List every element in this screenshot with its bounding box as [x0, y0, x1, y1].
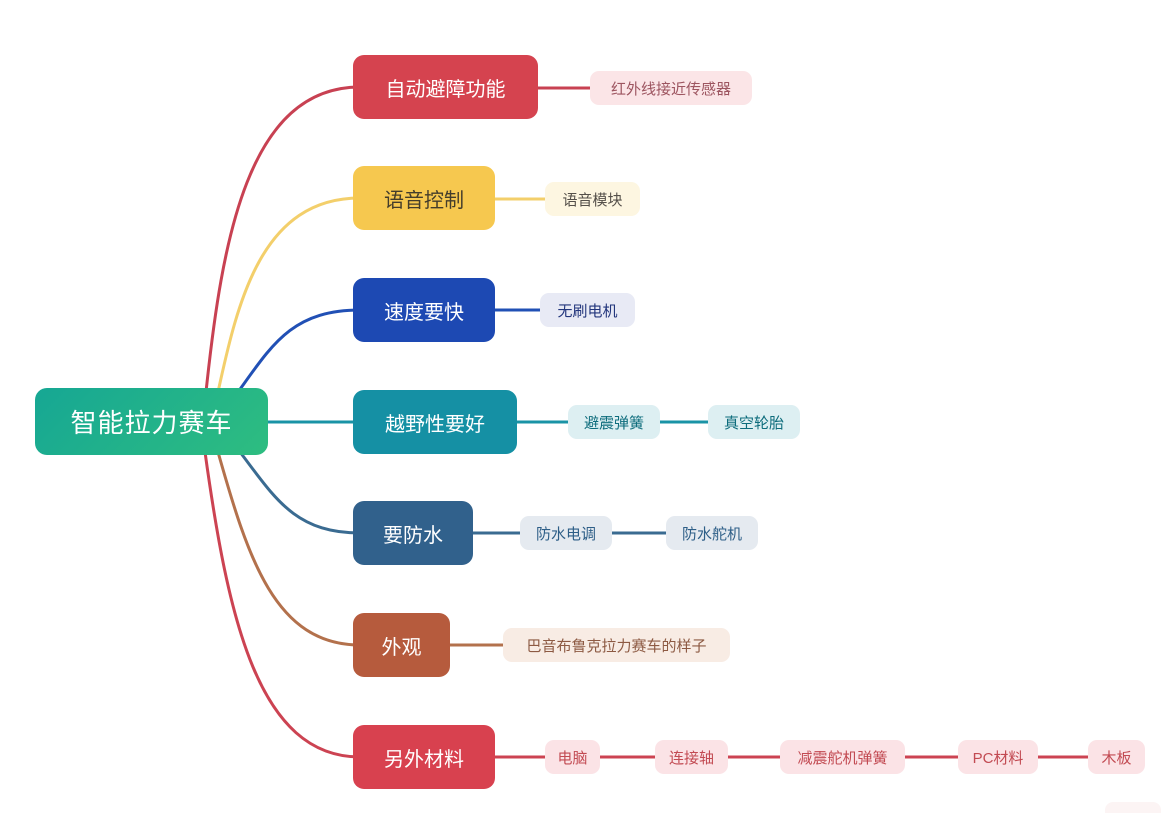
child-node-wood-board[interactable]: 木板: [1088, 740, 1145, 774]
child-node-bayinbuluke-rally-car-look[interactable]: 巴音布鲁克拉力赛车的样子: [503, 628, 730, 662]
branch-node-auto-obstacle-avoidance[interactable]: 自动避障功能: [353, 55, 538, 119]
edge-root-to-auto-obstacle: [204, 85, 362, 394]
branch-node-voice-control[interactable]: 语音控制: [353, 166, 495, 230]
branch-node-appearance[interactable]: 外观: [353, 613, 450, 677]
child-node-computer[interactable]: 电脑: [545, 740, 600, 774]
child-node-connecting-shaft[interactable]: 连接轴: [655, 740, 728, 774]
edge-root-to-waterproof: [238, 450, 362, 535]
branch-node-waterproof[interactable]: 要防水: [353, 501, 473, 565]
child-node-shock-spring[interactable]: 避震弹簧: [568, 405, 660, 439]
partial-clipped-node: [1105, 802, 1161, 813]
child-node-vacuum-tire[interactable]: 真空轮胎: [708, 405, 800, 439]
edge-root-to-speed: [236, 308, 362, 394]
edge-root-to-voice-control: [216, 196, 362, 394]
child-node-waterproof-servo[interactable]: 防水舵机: [666, 516, 758, 550]
child-node-waterproof-esc[interactable]: 防水电调: [520, 516, 612, 550]
child-node-pc-material[interactable]: PC材料: [958, 740, 1038, 774]
edge-root-to-appearance: [216, 450, 362, 647]
child-node-voice-module[interactable]: 语音模块: [545, 182, 640, 216]
branch-node-other-materials[interactable]: 另外材料: [353, 725, 495, 789]
child-node-shock-servo-spring[interactable]: 减震舵机弹簧: [780, 740, 905, 774]
branch-node-speed[interactable]: 速度要快: [353, 278, 495, 342]
root-node-smart-rally-car[interactable]: 智能拉力赛车: [35, 388, 268, 455]
edge-root-to-materials: [203, 450, 362, 759]
child-node-infrared-proximity-sensor[interactable]: 红外线接近传感器: [590, 71, 752, 105]
branch-node-offroad-ability[interactable]: 越野性要好: [353, 390, 517, 454]
child-node-brushless-motor[interactable]: 无刷电机: [540, 293, 635, 327]
